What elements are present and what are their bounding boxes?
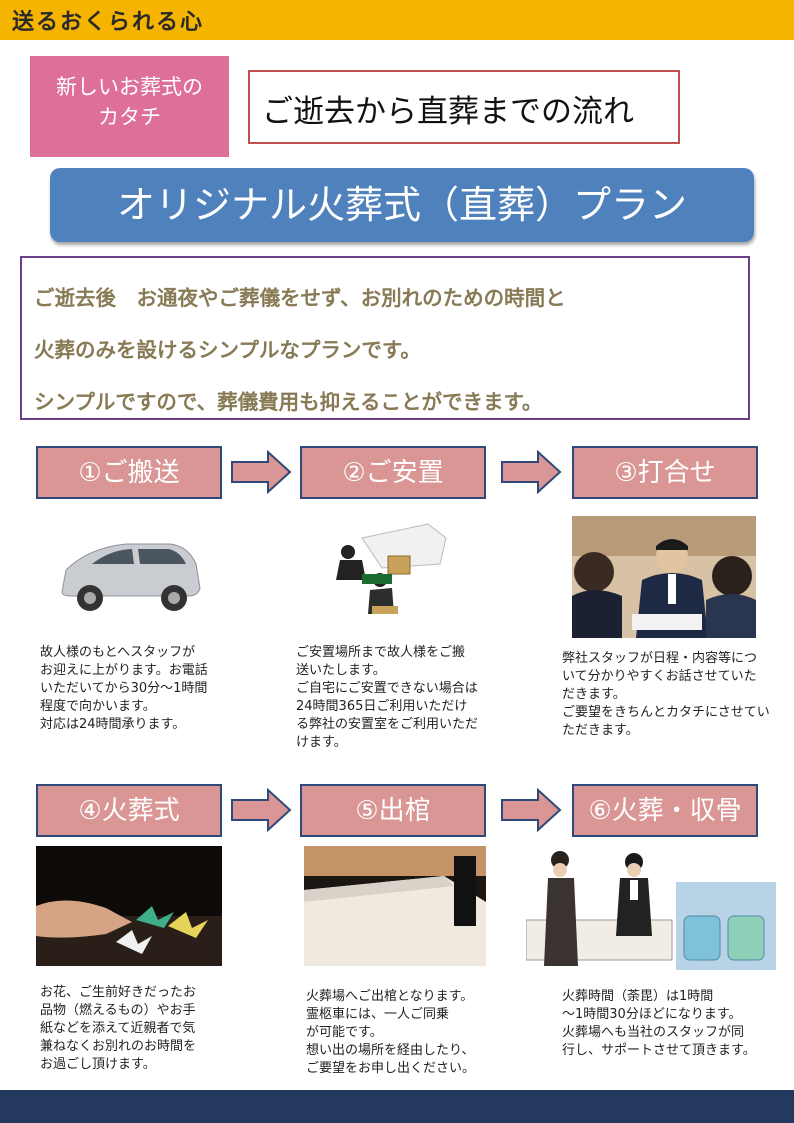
text-line: いて分かりやすくお話させていた <box>562 669 757 684</box>
text-line: 行し、サポートさせて頂きます。 <box>562 1043 756 1058</box>
enshrinement-illustration <box>332 518 448 616</box>
brand-title: 送るおくられる心 <box>12 9 205 35</box>
arrow-right-icon <box>231 788 292 832</box>
paper-crane-photo <box>36 846 222 966</box>
text-line: 品物（燃えるもの）やお手 <box>40 1003 196 1018</box>
text-line: 火葬場へご出棺となります。 <box>306 989 474 1004</box>
step-description-meeting: 弊社スタッフが日程・内容等につ いて分かりやすくお話させていた だきます。 ご要… <box>562 650 772 740</box>
arrow-right-icon <box>501 788 562 832</box>
text-line: お過ごし頂けます。 <box>40 1057 156 1072</box>
arrow-right-icon <box>231 450 292 494</box>
coffin-photo <box>304 846 486 966</box>
text-line: 想い出の場所を経由したり、 <box>306 1043 475 1058</box>
text-line: いただいてから30分～1時間 <box>40 681 208 696</box>
category-tag: 新しいお葬式の カタチ <box>30 56 229 157</box>
text-line: 対応は24時間承ります。 <box>40 717 186 732</box>
step-label-enshrine: ②ご安置 <box>300 446 486 499</box>
step-description-transport: 故人様のもとへスタッフが お迎えに上がります。お電話 いただいてから30分～1時… <box>40 644 230 734</box>
text-line: ご安置場所まで故人様をご搬 <box>296 645 466 660</box>
text-line: ご要望をお申し出ください。 <box>306 1061 476 1076</box>
plan-description: ご逝去後 お通夜やご葬儀をせず、お別れのための時間と 火葬のみを設けるシンプルな… <box>20 256 750 420</box>
step-description-departure: 火葬場へご出棺となります。 霊柩車には、一人ご同乗 が可能です。 想い出の場所を… <box>306 988 506 1078</box>
text-line: る弊社の安置室をご利用いただ <box>296 717 479 732</box>
text-line: お迎えに上がります。お電話 <box>40 663 208 678</box>
text-line: 紙などを添えて近親者で気 <box>40 1021 196 1036</box>
text-line: 兼ねなくお別れのお時間を <box>40 1039 197 1054</box>
page-title: ご逝去から直葬までの流れ <box>248 70 680 144</box>
bone-collection-illustration <box>526 846 776 970</box>
step-label-cremation-ceremony: ④火葬式 <box>36 784 222 837</box>
text-line: ご自宅にご安置できない場合は <box>296 681 478 696</box>
text-line: 火葬時間（荼毘）は1時間 <box>562 989 714 1004</box>
text-line: 故人様のもとへスタッフが <box>40 645 196 660</box>
text-line: だきます。 <box>562 687 626 702</box>
step-label-transport: ①ご搬送 <box>36 446 222 499</box>
text-line: お花、ご生前好きだったお <box>40 985 197 1000</box>
footer-bar <box>0 1090 794 1123</box>
text-line: ～1時間30分ほどになります。 <box>562 1007 742 1022</box>
text-line: が可能です。 <box>306 1025 383 1040</box>
text-line: ただきます。 <box>562 723 639 738</box>
step-label-departure: ⑤出棺 <box>300 784 486 837</box>
text-line: けます。 <box>296 735 347 750</box>
text-line: 24時間365日ご利用いただけ <box>296 699 468 714</box>
text-line: 弊社スタッフが日程・内容等につ <box>562 651 758 666</box>
step-description-cremation-collection: 火葬時間（荼毘）は1時間 ～1時間30分ほどになります。 火葬場へも当社のスタッ… <box>562 988 772 1060</box>
step-description-cremation-ceremony: お花、ご生前好きだったお 品物（燃えるもの）やお手 紙などを添えて近親者で気 兼… <box>40 984 230 1074</box>
plan-banner: オリジナル火葬式（直葬）プラン <box>50 168 754 242</box>
text-line: 送いたします。 <box>296 663 386 678</box>
step-label-cremation-collection: ⑥火葬・収骨 <box>572 784 758 837</box>
meeting-photo <box>572 516 756 638</box>
description-line: 火葬のみを設けるシンプルなプランです。 <box>34 338 421 362</box>
text-line: 霊柩車には、一人ご同乗 <box>306 1007 450 1022</box>
category-tag-line: 新しいお葬式の <box>56 75 203 99</box>
text-line: 火葬場へも当社のスタッフが同 <box>562 1025 745 1040</box>
category-tag-line: カタチ <box>98 105 161 129</box>
header-bar <box>0 0 794 40</box>
step-label-meeting: ③打合せ <box>572 446 758 499</box>
step-description-enshrine: ご安置場所まで故人様をご搬 送いたします。 ご自宅にご安置できない場合は 24時… <box>296 644 496 752</box>
text-line: 程度で向かいます。 <box>40 699 156 714</box>
arrow-right-icon <box>501 450 562 494</box>
description-line: シンプルですので、葬儀費用も抑えることができます。 <box>34 390 543 414</box>
text-line: ご要望をきちんとカタチにさせてい <box>562 705 770 720</box>
car-photo <box>48 518 210 618</box>
description-line: ご逝去後 お通夜やご葬儀をせず、お別れのための時間と <box>34 286 566 310</box>
